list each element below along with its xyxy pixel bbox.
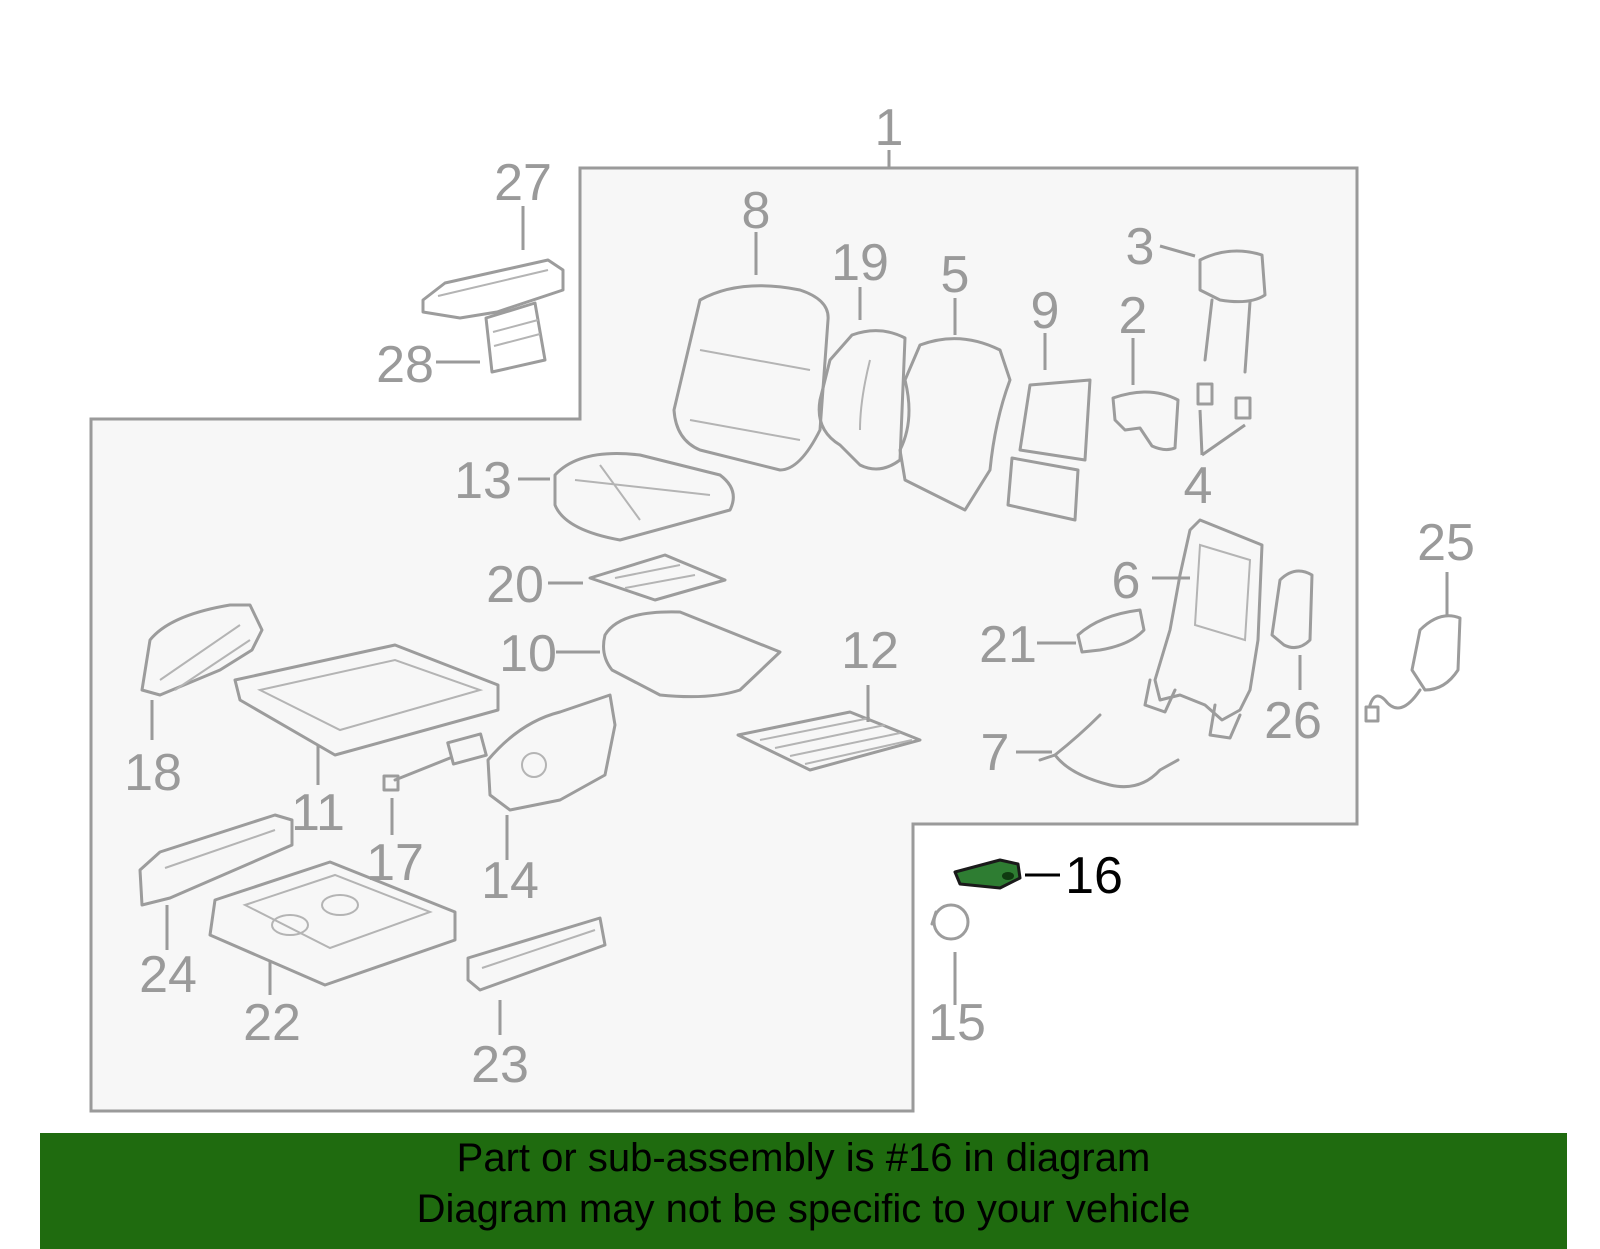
part-2-headrest-cover[interactable] (1111, 390, 1180, 452)
callout-8: 8 (742, 182, 771, 240)
callout-26: 26 (1264, 692, 1322, 750)
part-16-highlighted[interactable] (953, 858, 1022, 890)
part-9-back-panel[interactable] (1006, 378, 1092, 522)
callout-10: 10 (499, 625, 557, 683)
callout-14: 14 (481, 852, 539, 910)
callout-16: 16 (1065, 847, 1123, 905)
callout-9: 9 (1031, 282, 1060, 340)
callout-21: 21 (979, 616, 1037, 674)
callout-7: 7 (981, 724, 1010, 782)
part-12-seat-spring[interactable] (736, 710, 922, 772)
part-15-cap[interactable] (930, 903, 970, 941)
part-8-seat-back-cover[interactable] (672, 284, 830, 472)
part-23-outer-trim[interactable] (466, 916, 607, 992)
part-27-armrest[interactable] (421, 258, 565, 320)
callout-13: 13 (454, 452, 512, 510)
callout-22: 22 (243, 994, 301, 1052)
part-13-seat-cushion-cover[interactable] (553, 452, 735, 542)
part-28-armrest-bracket[interactable] (484, 301, 547, 374)
callout-11: 11 (291, 784, 345, 842)
part-22-seat-adjuster[interactable] (208, 860, 457, 987)
part-17-seat-belt-buckle[interactable] (382, 732, 488, 792)
banner-line-2: Diagram may not be specific to your vehi… (416, 1187, 1191, 1231)
callout-25: 25 (1417, 514, 1475, 572)
callout-arrows (150, 206, 1449, 1035)
callout-23: 23 (471, 1036, 529, 1094)
callout-4: 4 (1184, 457, 1213, 515)
assembly-outline-panel (89, 166, 1359, 1113)
info-banner-background (40, 1133, 1567, 1249)
callout-3: 3 (1126, 218, 1155, 276)
callout-2: 2 (1119, 287, 1148, 345)
part-7-wiring-harness[interactable] (1038, 713, 1180, 789)
part-6-seat-back-frame[interactable] (1143, 518, 1264, 740)
part-26-side-panel[interactable] (1270, 569, 1314, 650)
callout-24: 24 (139, 946, 197, 1004)
part-5-seat-back-cushion[interactable] (898, 337, 1012, 512)
part-10-seat-cushion-pad[interactable] (602, 610, 782, 699)
part-25-side-airbag[interactable] (1364, 614, 1462, 723)
callout-17: 17 (366, 834, 424, 892)
callout-12: 12 (841, 622, 899, 680)
part-20-seat-heater-pad[interactable] (588, 553, 727, 602)
callout-5: 5 (941, 246, 970, 304)
part-24-lower-trim[interactable] (138, 813, 294, 907)
callout-19: 19 (831, 234, 889, 292)
callout-28: 28 (376, 336, 434, 394)
part-14-side-trim[interactable] (486, 693, 617, 812)
part-11-seat-frame[interactable] (233, 643, 500, 757)
callout-1: 1 (875, 99, 904, 157)
callout-27: 27 (494, 154, 552, 212)
info-banner: Part or sub-assembly is #16 in diagram D… (40, 1133, 1567, 1249)
part-19-seat-back-pad[interactable] (817, 329, 907, 471)
part-3-headrest[interactable] (1198, 249, 1267, 374)
part-4-headrest-guides[interactable] (1196, 382, 1252, 420)
callout-18: 18 (124, 744, 182, 802)
banner-line-1: Part or sub-assembly is #16 in diagram (456, 1136, 1151, 1180)
part-18-side-shield[interactable] (140, 603, 264, 697)
part-21-lumbar-support[interactable] (1076, 608, 1146, 654)
callout-20: 20 (486, 556, 544, 614)
callout-15: 15 (928, 994, 986, 1052)
callout-6: 6 (1112, 552, 1141, 610)
